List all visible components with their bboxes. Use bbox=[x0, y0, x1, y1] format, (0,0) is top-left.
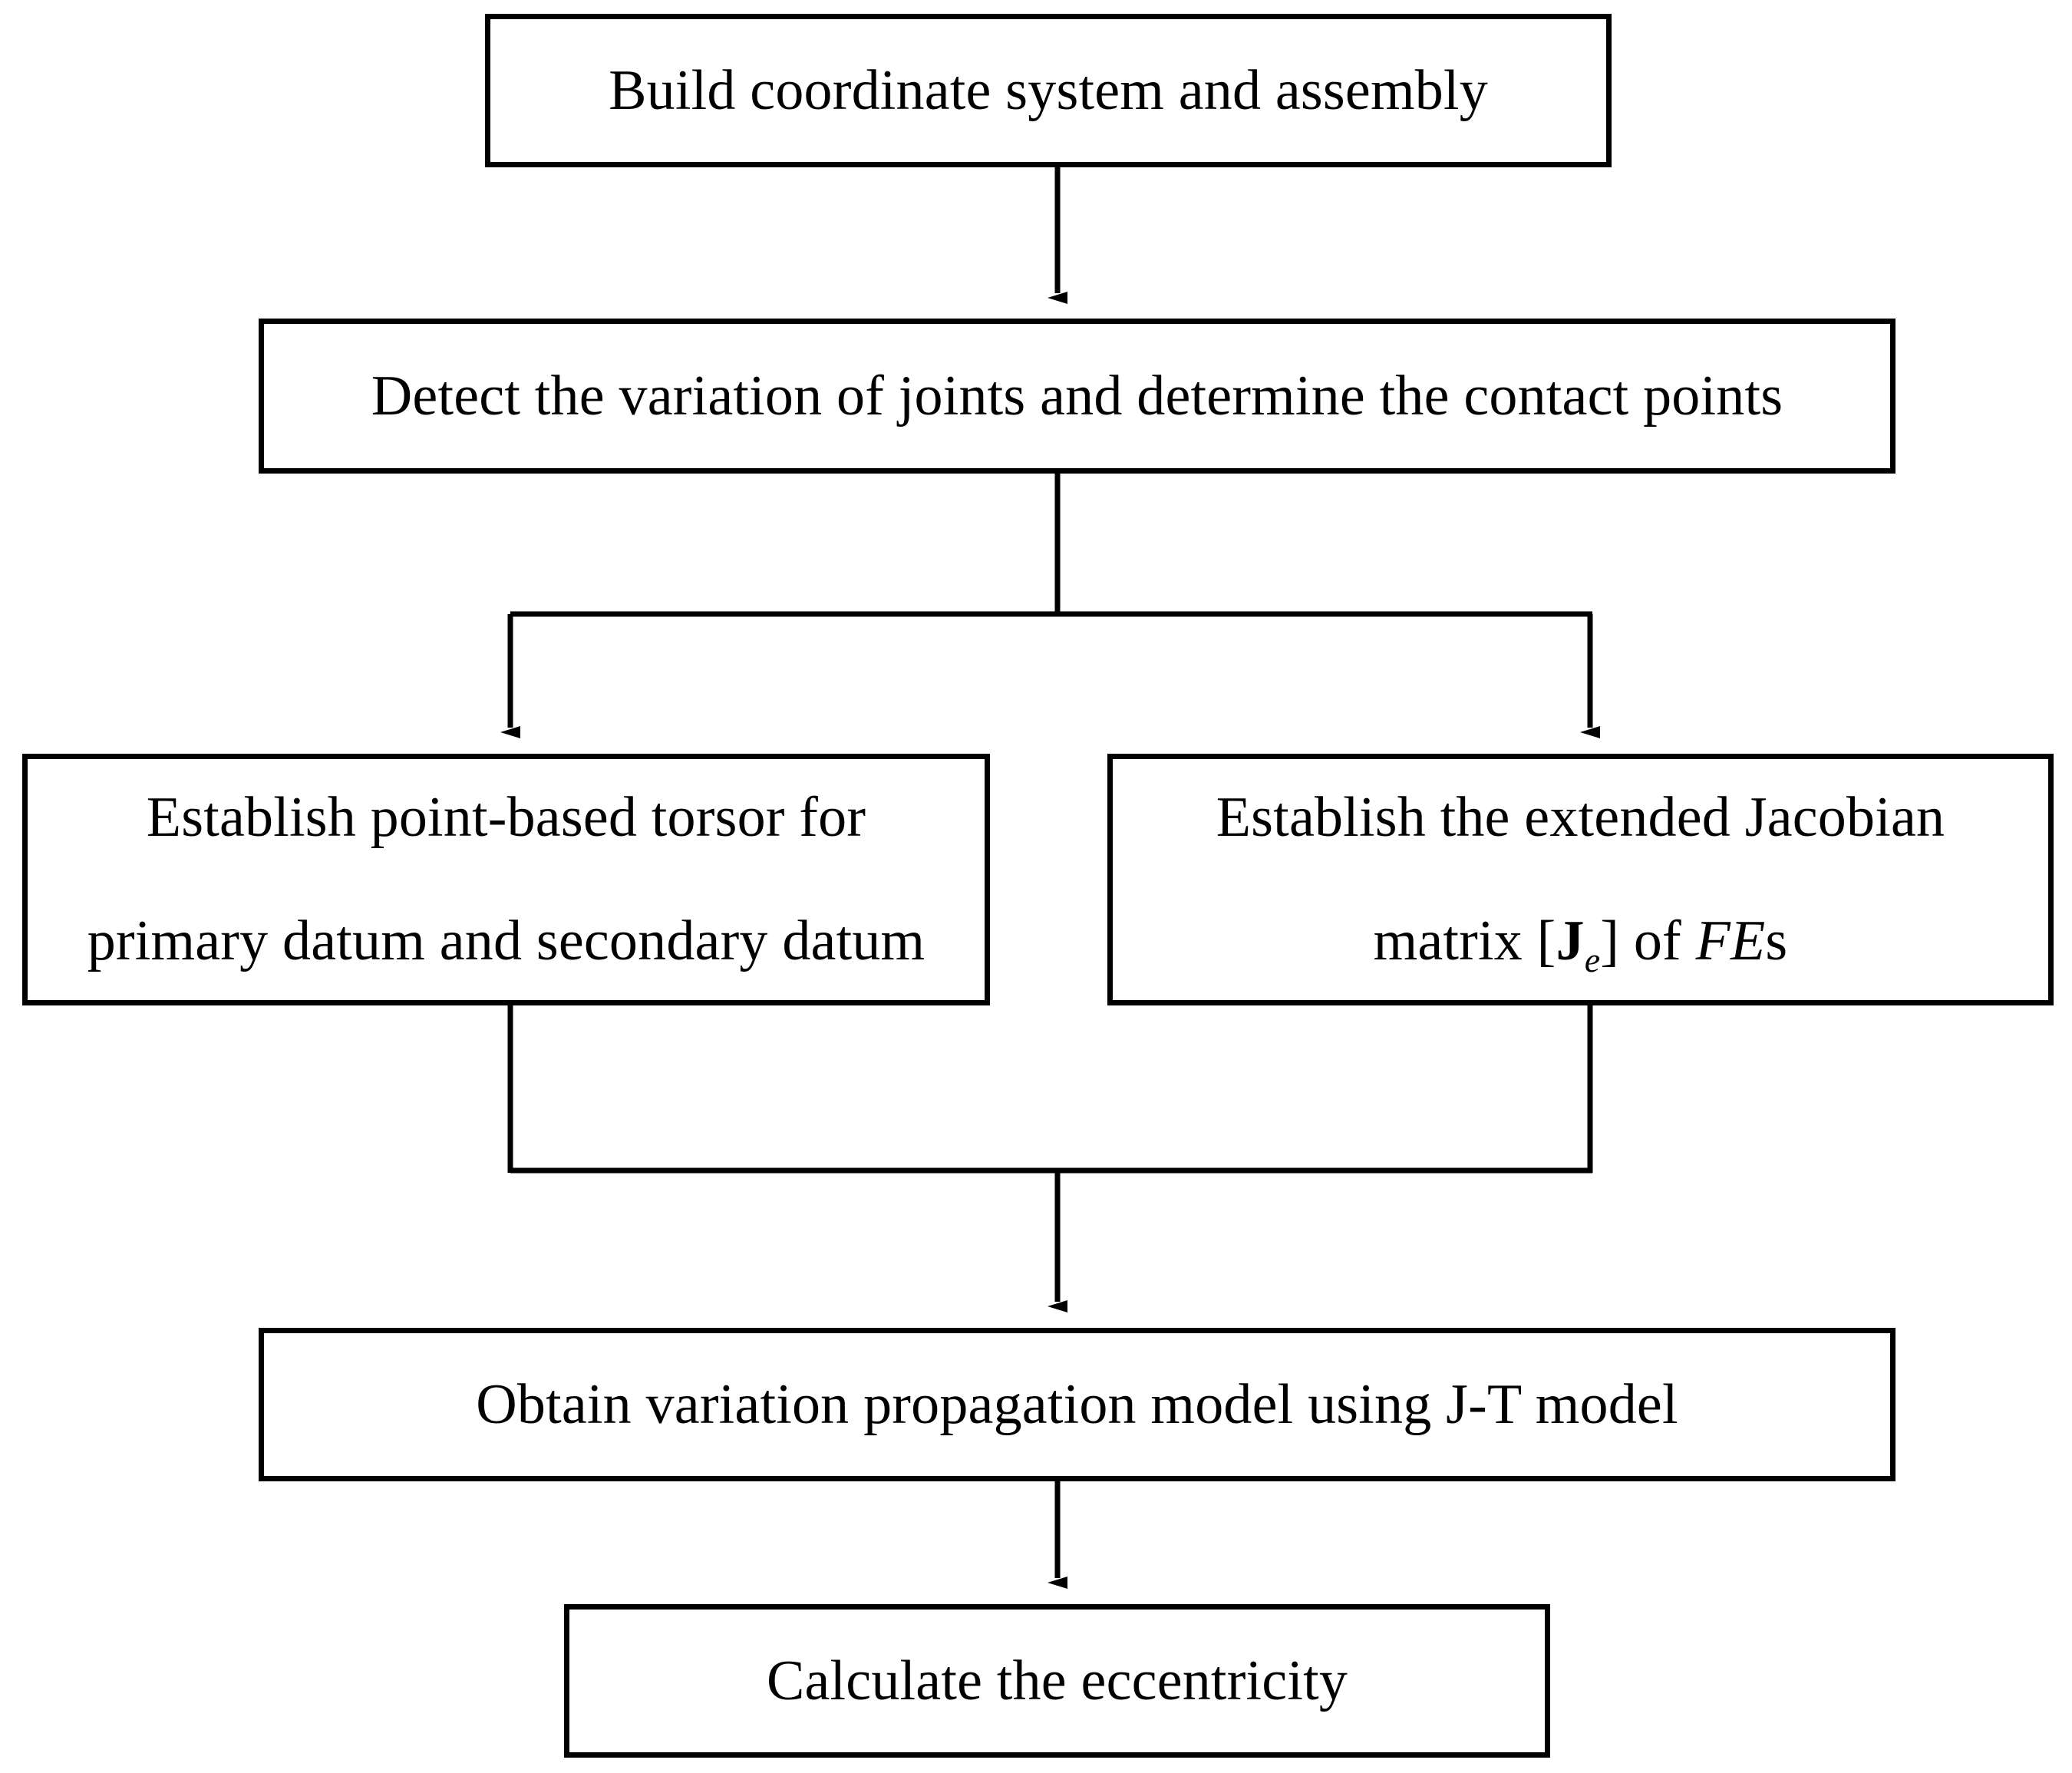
node-jacobian-label-line2: matrix [Je] of FEs bbox=[1374, 897, 1788, 986]
node-build-coordinate-system: Build coordinate system and assembly bbox=[485, 14, 1612, 167]
node-jacobian-label-line1: Establish the extended Jacobian bbox=[1216, 786, 1945, 850]
node-obtain-propagation-model: Obtain variation propagation model using… bbox=[259, 1328, 1895, 1481]
node-build-label: Build coordinate system and assembly bbox=[609, 58, 1488, 122]
jacobian-subscript: e bbox=[1584, 939, 1601, 979]
node-torsor-label-line1: Establish point-based torsor for bbox=[146, 786, 866, 850]
node-torsor-label-line2: primary datum and secondary datum bbox=[87, 910, 925, 972]
jacobian-fe-symbol: FE bbox=[1695, 910, 1766, 972]
node-calculate-eccentricity: Calculate the eccentricity bbox=[564, 1604, 1550, 1758]
node-detect-variation: Detect the variation of joints and deter… bbox=[259, 319, 1895, 474]
edge-detect-to-split bbox=[510, 474, 1592, 617]
node-establish-torsor: Establish point-based torsor for primary… bbox=[22, 754, 990, 1005]
jacobian-mid-text: ] of bbox=[1600, 910, 1696, 972]
jacobian-symbol: J bbox=[1556, 910, 1585, 972]
node-establish-jacobian: Establish the extended Jacobian matrix [… bbox=[1107, 754, 2054, 1005]
node-propagation-label: Obtain variation propagation model using… bbox=[476, 1372, 1678, 1436]
jacobian-suffix-text: s bbox=[1765, 910, 1788, 972]
jacobian-prefix-text: matrix [ bbox=[1373, 910, 1556, 972]
node-eccentric-label: Calculate the eccentricity bbox=[766, 1649, 1348, 1712]
node-detect-label: Detect the variation of joints and deter… bbox=[371, 364, 1783, 428]
